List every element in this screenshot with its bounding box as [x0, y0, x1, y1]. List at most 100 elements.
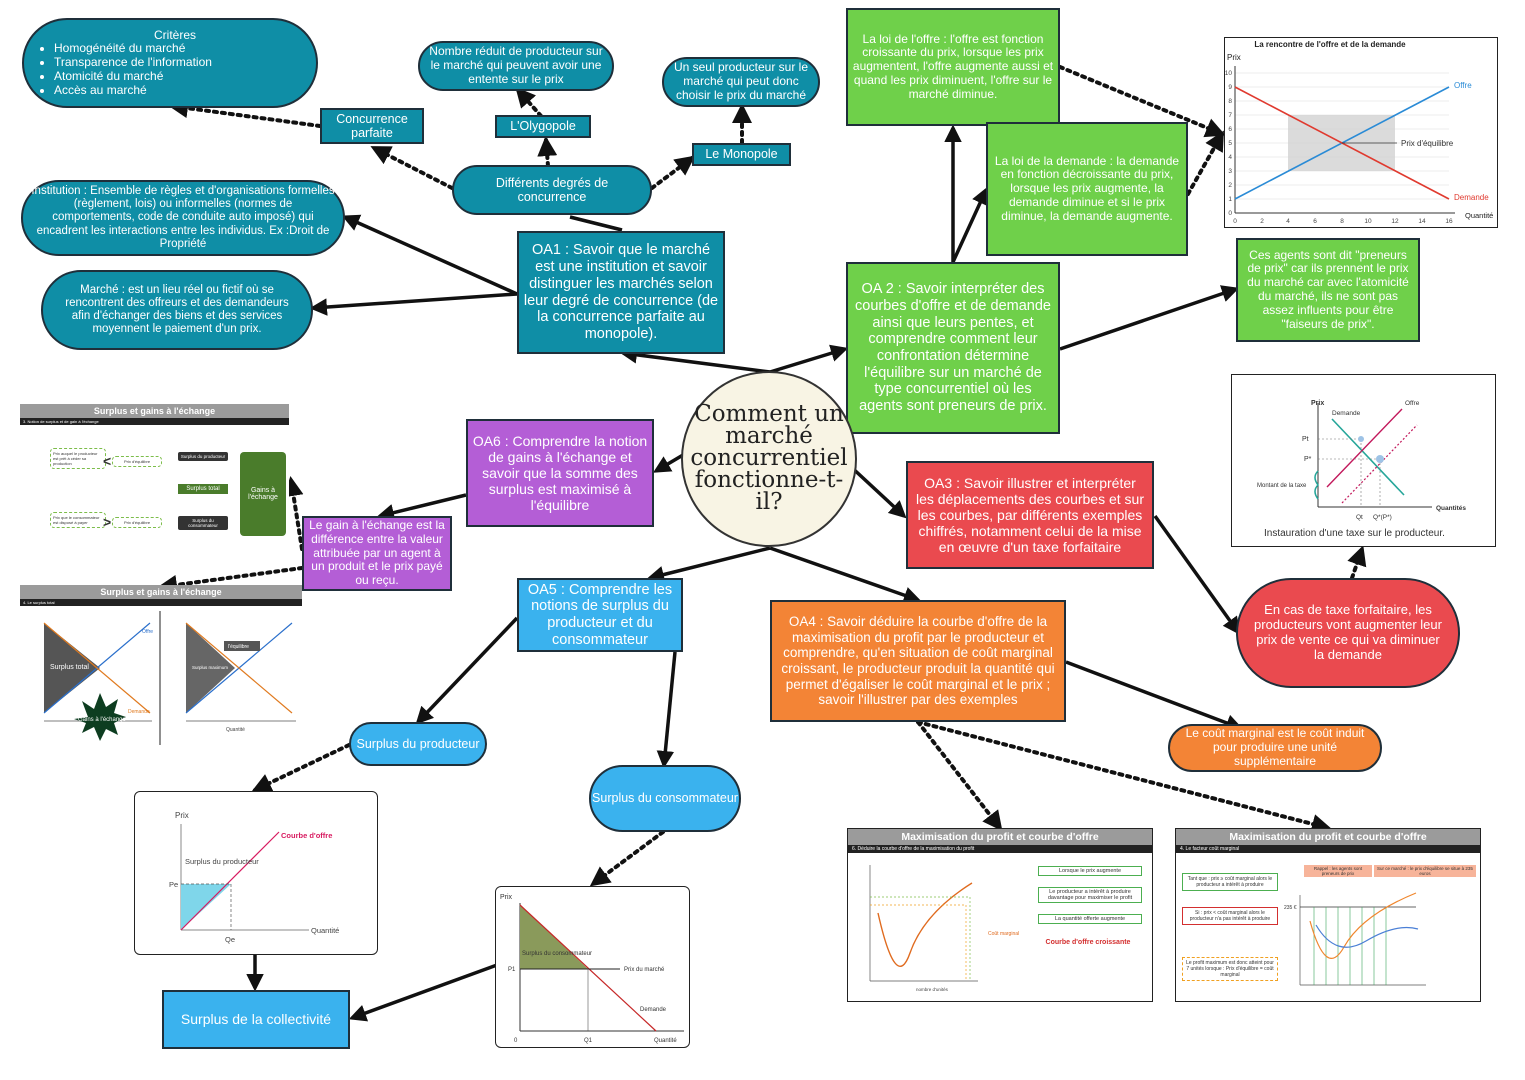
institution-definition: Institution : Ensemble de règles et d'or… [21, 180, 345, 256]
surplus2-subtitle: 4. Le surplus total [20, 599, 302, 606]
max2-subtitle: 4. Le facteur coût marginal [1176, 845, 1480, 853]
cons-surplus-label: Surplus du consommateur [522, 951, 592, 957]
cout-marginal-definition: Le coût marginal est le coût induit pour… [1168, 724, 1382, 772]
max1-box2: Le producteur a intérêt à produire davan… [1038, 887, 1142, 903]
y-tick: 3 [1228, 168, 1232, 175]
y-tick: 1 [1228, 196, 1232, 203]
criteres-title: Critères [153, 27, 196, 42]
surplus1-pe2: Prix d'équilibre [112, 517, 162, 528]
prod-surplus-label: Surplus du producteur [185, 857, 259, 866]
x-tick: 4 [1286, 218, 1290, 225]
prod-qe-label: Qe [225, 935, 235, 944]
oa6-box: OA6 : Comprendre la notion de gains à l'… [466, 419, 654, 527]
oa4-box: OA4 : Savoir déduire la courbe d'offre d… [770, 600, 1066, 722]
surplus1-sp: Surplus du producteur [178, 452, 228, 461]
y-tick: 10 [1225, 70, 1232, 77]
prix-equilibre-label: Prix d'équilibre [1401, 139, 1454, 148]
max1-box1: Lorsque le prix augmente [1038, 866, 1142, 876]
cons-p1-label: P1 [508, 967, 516, 973]
concurrence-parfaite: Concurrence parfaite [320, 108, 424, 144]
loi-offre: La loi de l'offre : l'offre est fonction… [846, 8, 1060, 126]
monopole-definition: Un seul producteur sur le marché qui peu… [662, 57, 820, 107]
max1-xlabel: nombre d'unités [916, 987, 949, 992]
taxe-qt-label: Qt [1356, 514, 1363, 521]
surplus2-offre: Offre [142, 629, 153, 635]
max1-box3: La quantité offerte augmente [1038, 914, 1142, 924]
monopole: Le Monopole [692, 143, 791, 166]
critere-item: Homogénéité du marché [54, 41, 212, 56]
taxe-qstar-label: Q*(P*) [1373, 514, 1392, 521]
oligopole-definition: Nombre réduit de producteur sur le march… [418, 41, 614, 91]
surplus-figure-1: Surplus et gains à l'échange 3. Notion d… [20, 404, 289, 544]
x-tick: 6 [1313, 218, 1317, 225]
surplus2-gains: Gains à l'échange [78, 717, 127, 723]
x-tick: 14 [1418, 218, 1426, 225]
prod-pe-label: Pe [169, 880, 178, 889]
consommateur-figure: Prix Surplus du consommateur P1 Prix du … [495, 886, 690, 1048]
taxe-quantites-label: Quantités [1436, 505, 1466, 512]
surplus2-equilibre: l'équilibre [228, 644, 249, 650]
y-tick: 7 [1228, 112, 1232, 119]
taxe-montant-label: Montant de la taxe [1257, 483, 1307, 489]
taxe-pt-label: Pt [1302, 436, 1309, 443]
maximisation-figure-1: Maximisation du profit et courbe d'offre… [847, 828, 1153, 1002]
lt-sign: < [103, 453, 112, 469]
max2-conclusion: Le profit maximum est donc atteint pour … [1182, 957, 1278, 981]
degres-concurrence: Différents degrés de concurrence [452, 165, 652, 215]
x-tick: 12 [1391, 218, 1399, 225]
producteur-figure: Prix Courbe d'offre Surplus du producteu… [134, 791, 378, 955]
cons-zero-label: 0 [514, 1038, 518, 1044]
demande-series-label: Demande [1454, 193, 1489, 202]
prod-courbe-label: Courbe d'offre [281, 831, 332, 840]
surplus2-max: Surplus maximum [192, 665, 228, 670]
offre-series-label: Offre [1454, 81, 1472, 90]
max1-legend: Coût marginal [988, 931, 1019, 937]
cons-prix-label: Prix [500, 894, 513, 901]
max2-tant-que: Tant que : prix ≥ coût marginal alors le… [1182, 873, 1278, 891]
chart-ylabel: Prix [1227, 53, 1241, 62]
chart-xlabel: Quantité [1465, 211, 1493, 220]
max2-price-label: 235 € [1284, 905, 1297, 911]
taxe-figure: Prix Demande Offre Pt P* Montant de la t… [1231, 374, 1496, 547]
surplus-figure-2: Surplus et gains à l'échange 4. Le surpl… [20, 585, 302, 745]
taxe-pstar-label: P* [1304, 456, 1312, 463]
surplus1-subtitle: 3. Notion de surplus et de gain à l'écha… [20, 418, 289, 425]
oa5-box: OA5 : Comprendre les notions de surplus … [517, 578, 683, 652]
surplus-collectivite: Surplus de la collectivité [162, 990, 350, 1049]
maximisation-figure-2: Maximisation du profit et courbe d'offre… [1175, 828, 1481, 1002]
central-question: Comment un marché concurrentiel fonction… [681, 371, 857, 547]
surplus1-pe1: Prix d'équilibre [112, 456, 162, 467]
y-tick: 6 [1228, 126, 1232, 133]
critere-item: Transparence de l'information [54, 55, 212, 70]
oa3-box: OA3 : Savoir illustrer et interpréter le… [906, 461, 1154, 569]
critere-item: Accès au marché [54, 83, 212, 98]
surplus1-st: Surplus total [178, 484, 228, 494]
max2-sur-marche: Sur ce marché : le prix d'équilibre se s… [1374, 865, 1476, 877]
x-tick: 8 [1340, 218, 1344, 225]
x-tick: 16 [1445, 218, 1453, 225]
preneurs-de-prix: Ces agents sont dit "preneurs de prix" c… [1236, 238, 1420, 342]
max1-title: Maximisation du profit et courbe d'offre [848, 829, 1152, 845]
surplus1-title: Surplus et gains à l'échange [20, 404, 289, 418]
marche-definition: Marché : est un lieu réel ou fictif où s… [41, 270, 313, 350]
x-tick: 10 [1364, 218, 1372, 225]
y-tick: 9 [1228, 84, 1232, 91]
x-tick: 2 [1260, 218, 1264, 225]
gain-echange-definition: Le gain à l'échange est la différence en… [302, 516, 452, 591]
y-tick: 5 [1228, 140, 1232, 147]
taxe-demande-label: Demande [1332, 410, 1361, 417]
taxe-caption: Instauration d'une taxe sur le producteu… [1264, 528, 1445, 539]
prod-quantite-label: Quantité [311, 926, 339, 935]
surplus2-total: Surplus total [50, 664, 89, 671]
max2-si: Si : prix < coût marginal alors le produ… [1182, 907, 1278, 925]
surplus1-sc: Surplus du consommateur [178, 516, 228, 530]
cons-demande-label: Demande [640, 1007, 667, 1013]
surplus-producteur: Surplus du producteur [349, 722, 487, 766]
surplus2-xlabel: Quantité [226, 727, 245, 733]
surplus-consommateur: Surplus du consommateur [589, 765, 741, 832]
surplus1-a1: Prix auquel le producteur est prêt à céd… [50, 448, 106, 469]
taxe-effet: En cas de taxe forfaitaire, les producte… [1236, 578, 1460, 688]
criteres-bubble: Critères Homogénéité du marché Transpare… [22, 18, 318, 108]
oligopole: L'Olygopole [495, 115, 591, 138]
y-tick: 8 [1228, 98, 1232, 105]
